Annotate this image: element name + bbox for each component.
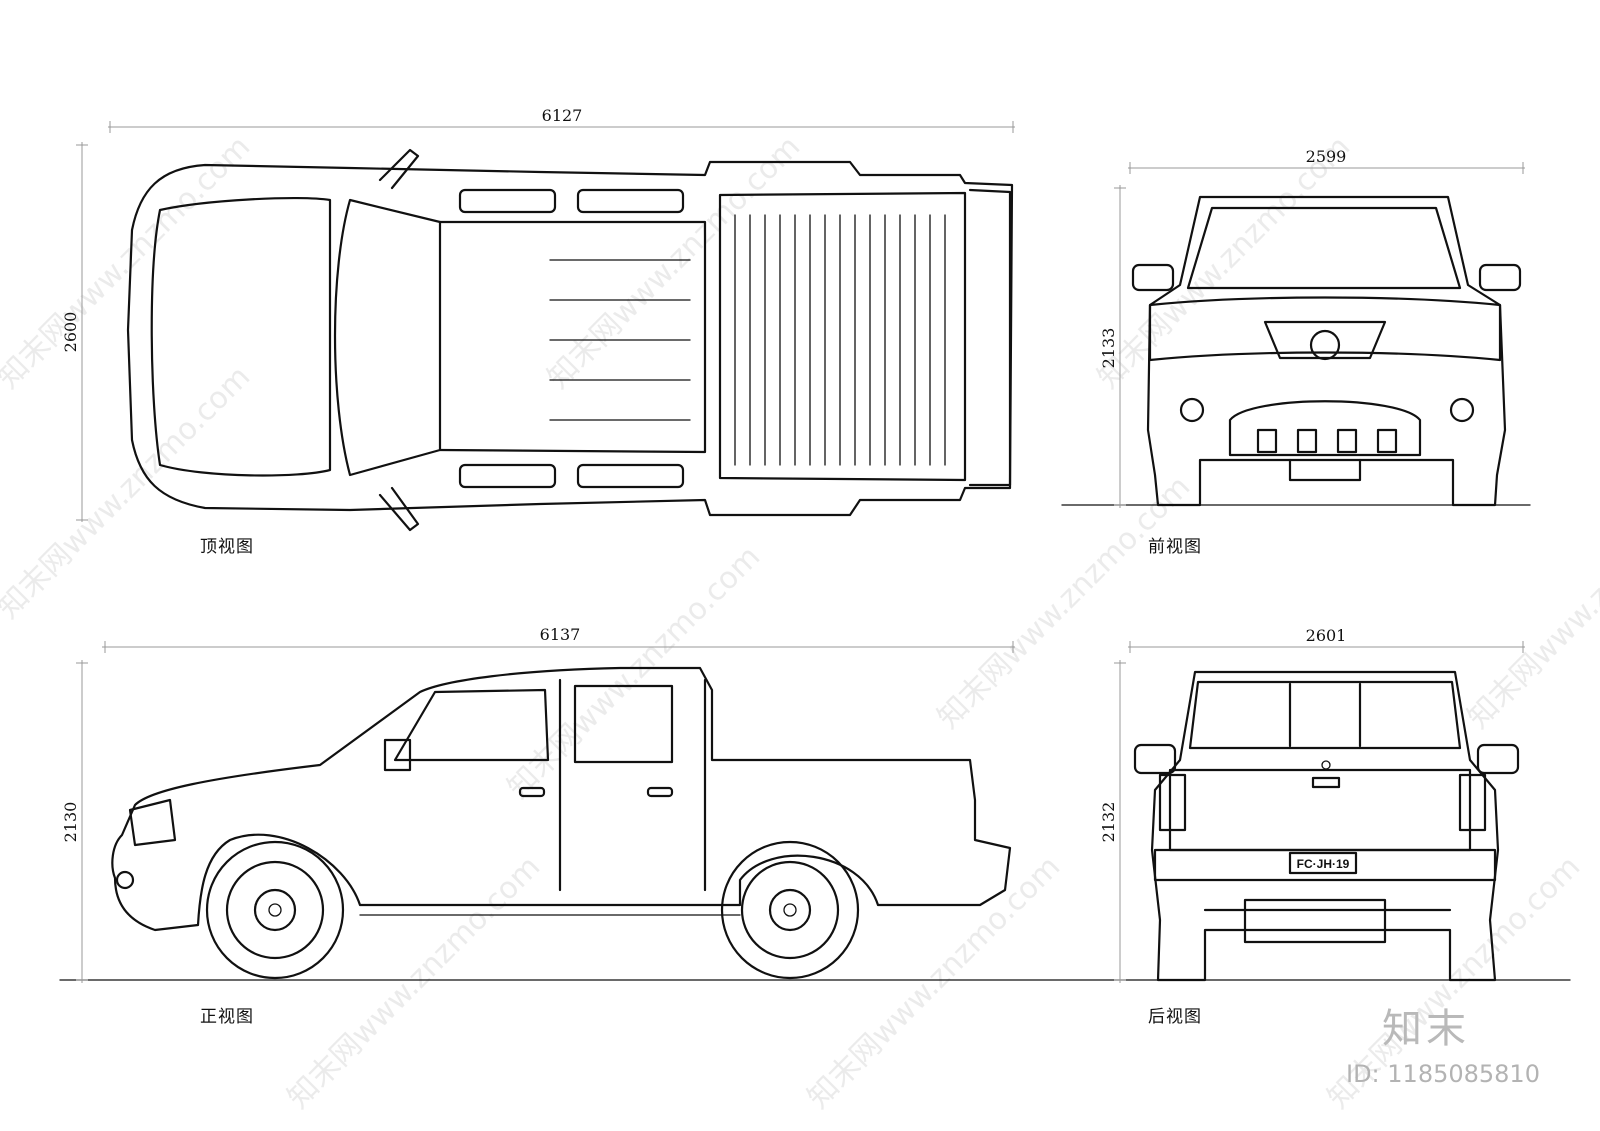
front-view-vehicle (1131, 195, 1522, 507)
svg-text:知末网www.znzmo.com: 知末网www.znzmo.com (1461, 469, 1600, 735)
dimension-rear-height: 2132 (1099, 660, 1126, 983)
svg-text:知末网www.znzmo.com: 知末网www.znzmo.com (281, 849, 547, 1115)
front-wheel (205, 840, 345, 980)
bed-ribs (734, 214, 946, 466)
license-plate-text: FC·JH·19 (1297, 857, 1350, 871)
dimension-front-width: 2599 (1128, 147, 1525, 174)
rear-view-vehicle: FC·JH·19 (1133, 670, 1520, 982)
license-plate (1288, 851, 1358, 875)
dimension-side-height: 2130 (61, 660, 88, 983)
svg-text:知末网www.znzmo.com: 知末网www.znzmo.com (801, 849, 1067, 1115)
rear-wheel (720, 840, 860, 980)
svg-text:6137: 6137 (540, 625, 581, 644)
svg-text:2601: 2601 (1306, 626, 1347, 645)
dimension-rear-width: 2601 (1128, 626, 1525, 653)
side-view-vehicle (111, 666, 1012, 980)
front-door-window (393, 688, 550, 762)
svg-text:知末网www.znzmo.com: 知末网www.znzmo.com (0, 359, 257, 625)
dimension-top-length: 6127 (108, 106, 1015, 133)
svg-text:6127: 6127 (542, 106, 583, 125)
svg-text:2133: 2133 (1099, 328, 1118, 369)
right-mirror (1478, 263, 1522, 292)
image-id-watermark: ID: 1185085810 (1346, 1060, 1540, 1088)
rear-door-window (573, 684, 674, 764)
dimension-side-length: 6137 (102, 625, 1015, 653)
svg-text:2600: 2600 (61, 312, 80, 353)
dimension-front-height: 2133 (1099, 185, 1126, 508)
rear-view-label: 后视图 (1148, 1007, 1202, 1027)
svg-text:2599: 2599 (1306, 147, 1347, 166)
svg-text:2130: 2130 (61, 802, 80, 843)
dimension-top-width: 2600 (61, 142, 88, 522)
rear-right-mirror (1476, 743, 1520, 775)
top-view-vehicle (126, 148, 1014, 532)
top-view-label: 顶视图 (200, 537, 254, 557)
front-view-label: 前视图 (1148, 537, 1202, 557)
side-view-label: 正视图 (200, 1007, 254, 1027)
roof-ribs (549, 259, 691, 421)
left-mirror (1131, 263, 1175, 292)
svg-text:知末网www.znzmo.com: 知末网www.znzmo.com (541, 129, 807, 395)
side-mirror (383, 738, 412, 772)
svg-text:2132: 2132 (1099, 802, 1118, 843)
svg-text:知末网www.znzmo.com: 知末网www.znzmo.com (931, 469, 1197, 735)
rear-left-mirror (1133, 743, 1177, 775)
brand-watermark: 知末 (1382, 1006, 1470, 1052)
